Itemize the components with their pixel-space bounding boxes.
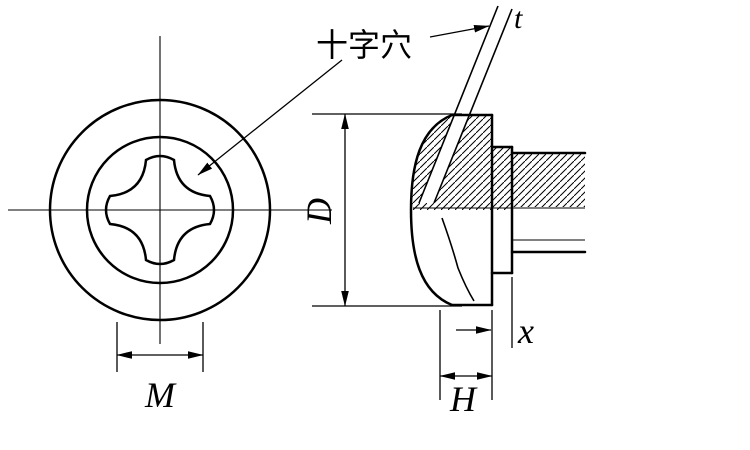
head-dome-outline xyxy=(409,113,454,307)
dim-D: D xyxy=(299,113,462,307)
recess-wall-line-left xyxy=(418,5,499,204)
head-outer-circle xyxy=(48,98,272,322)
side-view xyxy=(409,5,587,307)
dim-M: M xyxy=(116,322,204,415)
cross-recess-leader-line xyxy=(197,59,343,176)
cross-recess-outline xyxy=(104,154,216,266)
dim-t: t xyxy=(429,2,523,38)
recess-wall-line-right xyxy=(433,8,513,204)
recess-wing-lower xyxy=(441,217,475,302)
t-arrow xyxy=(429,25,490,38)
cross-recess-label: 十字穴 xyxy=(316,27,412,63)
leader-cross-recess: 十字穴 xyxy=(197,27,412,176)
dim-label-t: t xyxy=(514,2,523,35)
dim-label-x: x xyxy=(517,311,534,351)
dim-H: H xyxy=(439,310,493,419)
dim-label-H: H xyxy=(449,379,478,419)
dim-x: x xyxy=(456,277,534,351)
dim-label-M: M xyxy=(144,375,177,415)
head-inner-circle xyxy=(85,135,235,285)
recess-cut-band xyxy=(419,114,469,203)
dim-label-D: D xyxy=(299,198,339,225)
dimensions: 十字穴 t D M x xyxy=(116,2,534,419)
front-view xyxy=(8,36,332,344)
